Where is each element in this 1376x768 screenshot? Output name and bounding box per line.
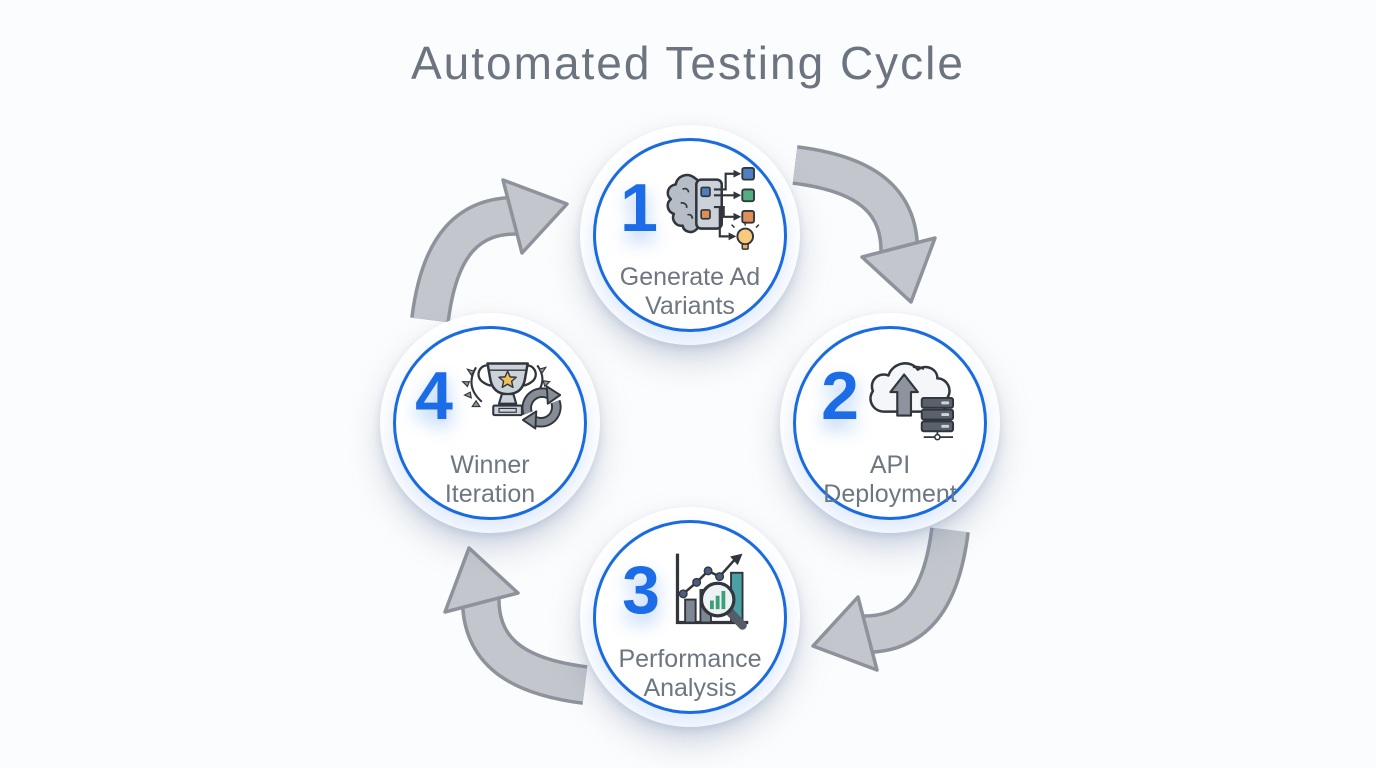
cloud-upload-server-icon <box>869 362 954 441</box>
step-label-line: API <box>869 451 911 479</box>
trophy-refresh-icon <box>461 362 562 430</box>
step-number: 3 <box>622 552 660 628</box>
step-label: Performance Analysis <box>618 645 761 703</box>
step-label-line: Performance <box>618 645 762 673</box>
arrow-step4-to-step1 <box>430 180 567 320</box>
ai-brain-variants-icon <box>666 166 760 250</box>
step-label-line: Iteration <box>444 479 536 508</box>
step-label: Winner Iteration <box>445 451 535 509</box>
step-node-performance-analysis: 3 <box>580 507 800 727</box>
arrow-step3-to-step4 <box>445 548 585 685</box>
arrow-step1-to-step2 <box>795 165 935 302</box>
step-circle: 1 Generate Ad <box>593 138 787 332</box>
step-number: 4 <box>415 358 453 434</box>
step-label-line: Analysis <box>643 673 737 702</box>
page-title: Automated Testing Cycle <box>411 37 965 89</box>
step-node-generate-ad-variants: 1 Generate Ad <box>580 125 800 345</box>
step-label: Generate Ad Variants <box>620 263 760 321</box>
step-label: API Deployment <box>823 451 956 509</box>
step-circle: 4 <box>393 326 587 520</box>
step-label-line: Deployment <box>823 479 957 508</box>
step-node-winner-iteration: 4 <box>380 313 600 533</box>
step-node-api-deployment: 2 API Deployment <box>780 313 1000 533</box>
step-circle: 3 <box>593 520 787 714</box>
step-circle: 2 API Deployment <box>793 326 987 520</box>
arrow-step2-to-step3 <box>813 530 950 670</box>
step-number: 1 <box>620 170 658 246</box>
step-number: 2 <box>821 358 859 434</box>
step-label-line: Winner <box>450 451 530 479</box>
step-label-line: Variants <box>645 291 735 320</box>
chart-magnifier-icon <box>675 553 749 630</box>
step-label-line: Generate Ad <box>619 263 761 291</box>
